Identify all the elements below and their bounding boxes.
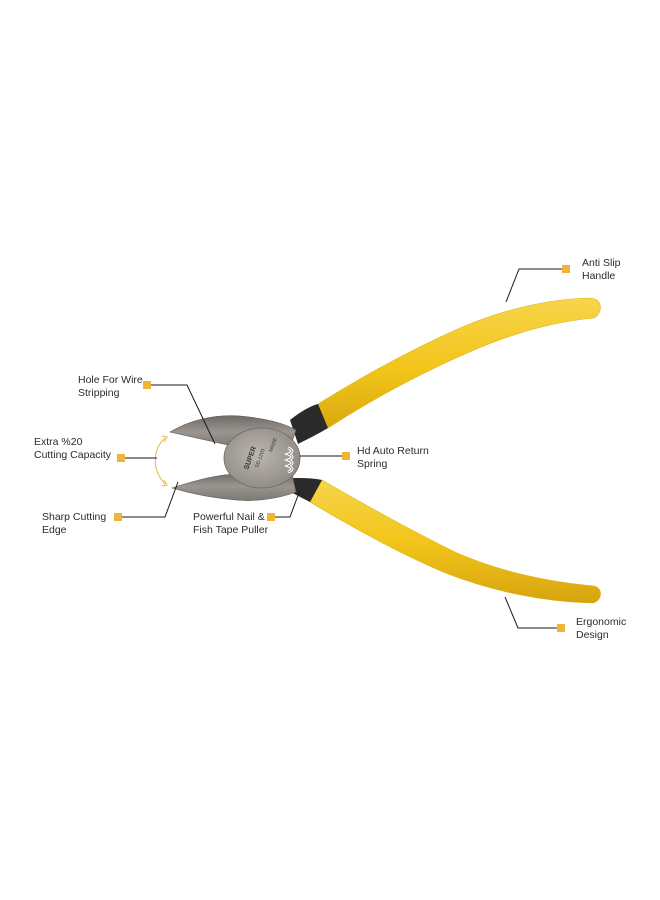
callout-sharp-cutting-edge: Sharp Cutting Edge xyxy=(42,511,106,537)
callout-line: Stripping xyxy=(78,387,120,399)
callout-line: Handle xyxy=(582,270,616,282)
callout-ergonomic-design: Ergonomic Design xyxy=(576,616,626,642)
callout-line: Cutting Capacity xyxy=(34,449,112,461)
callout-line: Hole For Wire xyxy=(78,374,143,386)
leader-lines xyxy=(120,268,562,629)
callout-hd-auto-return-spring: Hd Auto Return Spring xyxy=(357,445,429,471)
callout-marker-nail-puller xyxy=(267,513,275,521)
pivot-head: SUPER SD-1203 MADE xyxy=(223,427,301,489)
callout-marker-auto-spring xyxy=(342,452,350,460)
upper-handle xyxy=(290,297,601,444)
callout-marker-hole-wire xyxy=(143,381,151,389)
callout-line: Sharp Cutting xyxy=(42,511,107,523)
callout-extra-cutting-capacity: Extra %20 Cutting Capacity xyxy=(34,436,111,462)
callout-line: Edge xyxy=(42,524,67,536)
callout-nail-fish-tape-puller: Powerful Nail & Fish Tape Puller xyxy=(193,511,268,537)
callout-line: Fish Tape Puller xyxy=(193,524,269,536)
callout-line: Ergonomic xyxy=(576,616,627,628)
return-spring xyxy=(283,446,294,474)
callout-marker-sharp-edge xyxy=(114,513,122,521)
callout-line: Powerful Nail & xyxy=(193,511,265,523)
callout-line: Anti Slip xyxy=(582,257,621,269)
callout-marker-extra-capacity xyxy=(117,454,125,462)
svg-text:MADE: MADE xyxy=(268,436,279,452)
callout-hole-for-wire-stripping: Hole For Wire Stripping xyxy=(78,374,143,400)
callout-line: Hd Auto Return xyxy=(357,445,429,457)
lower-handle xyxy=(288,478,601,604)
callout-marker-anti-slip xyxy=(562,265,570,273)
callout-line: Spring xyxy=(357,458,388,470)
callout-marker-ergonomic xyxy=(557,624,565,632)
callout-line: Design xyxy=(576,629,609,641)
capacity-arrow-icon xyxy=(154,437,166,485)
callout-line: Extra %20 xyxy=(34,436,83,448)
callout-anti-slip-handle: Anti Slip Handle xyxy=(582,257,621,283)
